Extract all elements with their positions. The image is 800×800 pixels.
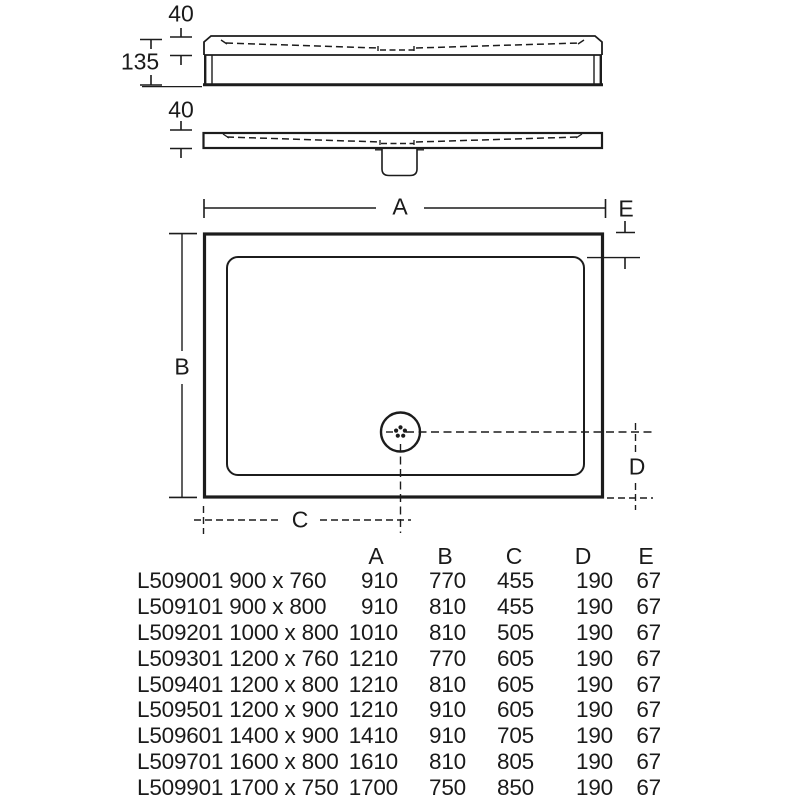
dim-40-top-marks [170,28,192,65]
dim-c-cell: 505 [497,619,534,645]
dim-label-135: 135 [120,48,160,75]
dim-b-cell: 810 [429,749,466,775]
dim-B-line [169,232,197,499]
dim-b-cell: 910 [429,697,466,723]
table-row: L509001 900 x 760 910 770 455 190 67 [118,568,666,594]
dim-c-cell: 455 [497,568,534,593]
tray-inner-rim [226,256,585,476]
dim-label-D: D [628,453,646,480]
model-cell: L509001 900 x 760 [137,568,327,593]
dim-e-cell: 67 [636,619,661,645]
dim-b-cell: 910 [429,723,466,749]
model-cell: L509701 1600 x 800 [137,749,339,775]
dim-a-cell: 910 [361,593,398,619]
table-row: L509601 1400 x 900 1410 910 705 190 67 [118,723,666,749]
dim-e-cell: 67 [636,568,661,593]
waste-outlet-holes [394,425,407,438]
dim-e-cell: 67 [636,697,661,723]
model-cell: L509501 1200 x 900 [137,697,339,723]
dim-40-tray-marks [170,121,192,158]
column-header-D: D [574,543,592,569]
dim-c-cell: 605 [497,697,534,723]
table-row: L509501 1200 x 900 1210 910 605 190 67 [118,697,666,723]
dim-e-cell: 67 [636,671,661,697]
column-header-E: E [638,543,654,569]
dim-b-cell: 770 [429,645,466,671]
dim-e-cell: 67 [636,775,661,800]
model-cell: L509901 1700 x 750 [137,775,339,800]
dim-label-B: B [174,353,190,380]
dim-b-cell: 770 [429,568,466,593]
dim-d-cell: 190 [576,723,613,749]
column-header-B: B [437,543,453,569]
dim-d-cell: 190 [576,671,613,697]
table-row: L509701 1600 x 800 1610 810 805 190 67 [118,749,666,775]
plan-view [169,199,654,534]
dim-a-cell: 1010 [348,619,398,645]
dim-e-cell: 67 [636,593,661,619]
dim-D-line [607,423,653,510]
dim-d-cell: 190 [576,697,613,723]
model-cell: L509201 1000 x 800 [137,619,339,645]
dim-label-40-top: 40 [168,0,194,27]
dim-a-cell: 910 [361,568,398,593]
table-row: L509101 900 x 800 910 810 455 190 67 [118,594,666,620]
dim-label-C: C [291,506,309,533]
table-row: L509401 1200 x 800 1210 810 605 190 67 [118,672,666,698]
dim-d-cell: 190 [576,775,613,800]
dim-b-cell: 810 [429,619,466,645]
dim-C-line [194,506,411,534]
dim-label-40-tray: 40 [168,96,194,123]
dim-b-cell: 750 [429,775,466,800]
dim-d-cell: 190 [576,568,613,593]
dim-135-marks [140,38,202,88]
dim-e-cell: 67 [636,645,661,671]
dim-a-cell: 1210 [348,671,398,697]
dim-c-cell: 805 [497,749,534,775]
dim-E-line [587,221,640,269]
model-cell: L509301 1200 x 760 [137,645,339,671]
dim-a-cell: 1210 [348,697,398,723]
side-view-tray [170,121,604,177]
dim-c-cell: 850 [497,775,534,800]
dim-b-cell: 810 [429,671,466,697]
dim-d-cell: 190 [576,749,613,775]
table-row: L509201 1000 x 800 1010 810 505 190 67 [118,620,666,646]
dim-a-cell: 1700 [348,775,398,800]
dim-c-cell: 455 [497,593,534,619]
table-row: L509901 1700 x 750 1700 750 850 190 67 [118,775,666,800]
column-header-A: A [368,543,384,569]
dim-b-cell: 810 [429,593,466,619]
dim-c-cell: 605 [497,645,534,671]
model-cell: L509101 900 x 800 [137,593,327,619]
dim-c-cell: 605 [497,671,534,697]
dim-a-cell: 1410 [348,723,398,749]
waste-outlet-profile [381,149,418,177]
dim-A-line [203,199,607,218]
dim-d-cell: 190 [576,619,613,645]
dim-e-cell: 67 [636,723,661,749]
dim-e-cell: 67 [636,749,661,775]
dim-label-E: E [618,195,634,222]
column-header-C: C [505,543,523,569]
table-row: L509301 1200 x 760 1210 770 605 190 67 [118,646,666,672]
dim-c-cell: 705 [497,723,534,749]
side-view-upstand [140,28,603,88]
dim-a-cell: 1210 [348,645,398,671]
dim-label-A: A [392,193,408,220]
model-cell: L509601 1400 x 900 [137,723,339,749]
tray-outer-edge [202,232,605,499]
model-cell: L509401 1200 x 800 [137,671,339,697]
dim-d-cell: 190 [576,645,613,671]
dim-d-cell: 190 [576,593,613,619]
dim-a-cell: 1610 [348,749,398,775]
